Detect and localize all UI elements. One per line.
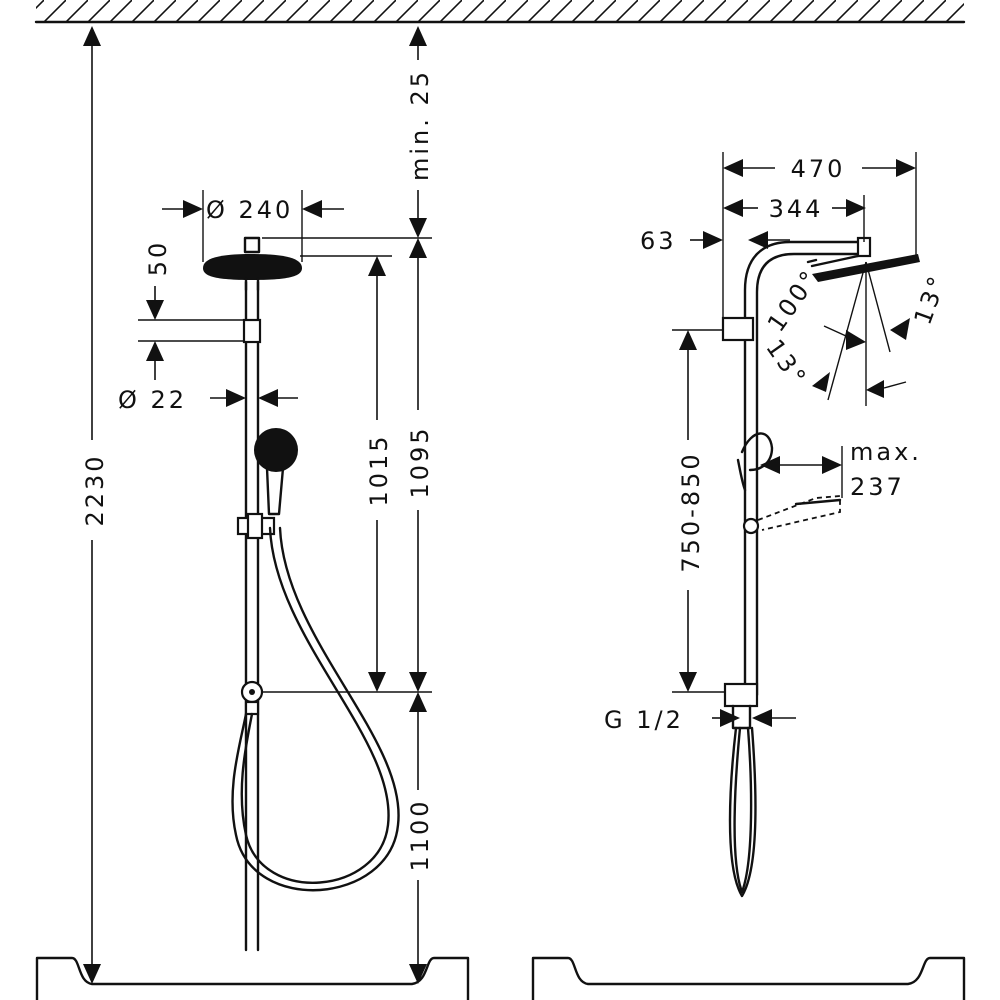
angle-right-label: 13° [909, 270, 953, 328]
side-dimensions [672, 152, 917, 727]
wall-offset-label: 63 [640, 227, 677, 255]
arm-total-label: 470 [791, 155, 846, 183]
arm-inner-label: 344 [769, 195, 824, 223]
adjust-range-label: 750-850 [677, 451, 705, 572]
rail-length-label: 1015 [365, 433, 393, 506]
head-height-label: 1095 [406, 425, 434, 498]
angle-main-label: 100° [762, 264, 825, 337]
shower-tray-left [35, 956, 470, 1000]
angle-left-label: 13° [760, 334, 813, 392]
side-shower-fixture [721, 236, 920, 898]
total-height-label: 2230 [81, 453, 109, 526]
side-dimension-labels: 470 344 63 100° 13° 13° max. 237 750-850… [604, 155, 952, 734]
hand-shower-head [254, 428, 298, 472]
valve-height-label: 1100 [406, 798, 434, 871]
ceiling-min-label: min. 25 [406, 69, 434, 181]
head-offset-label: 50 [144, 240, 172, 277]
front-dimension-labels: 2230 min. 25 Ø 240 50 Ø 22 1015 1095 110… [81, 69, 434, 872]
shower-tray-right [531, 956, 966, 1000]
overhead-shower-head [203, 254, 302, 280]
max-value-label: 237 [850, 473, 905, 501]
ceiling [34, 0, 966, 24]
pipe-diameter-label: Ø 22 [118, 386, 187, 414]
connection-label: G 1/2 [604, 706, 684, 734]
max-label: max. [850, 438, 922, 466]
front-shower-fixture [203, 236, 400, 952]
head-diameter-label: Ø 240 [206, 196, 293, 224]
front-dimensions [83, 26, 432, 984]
